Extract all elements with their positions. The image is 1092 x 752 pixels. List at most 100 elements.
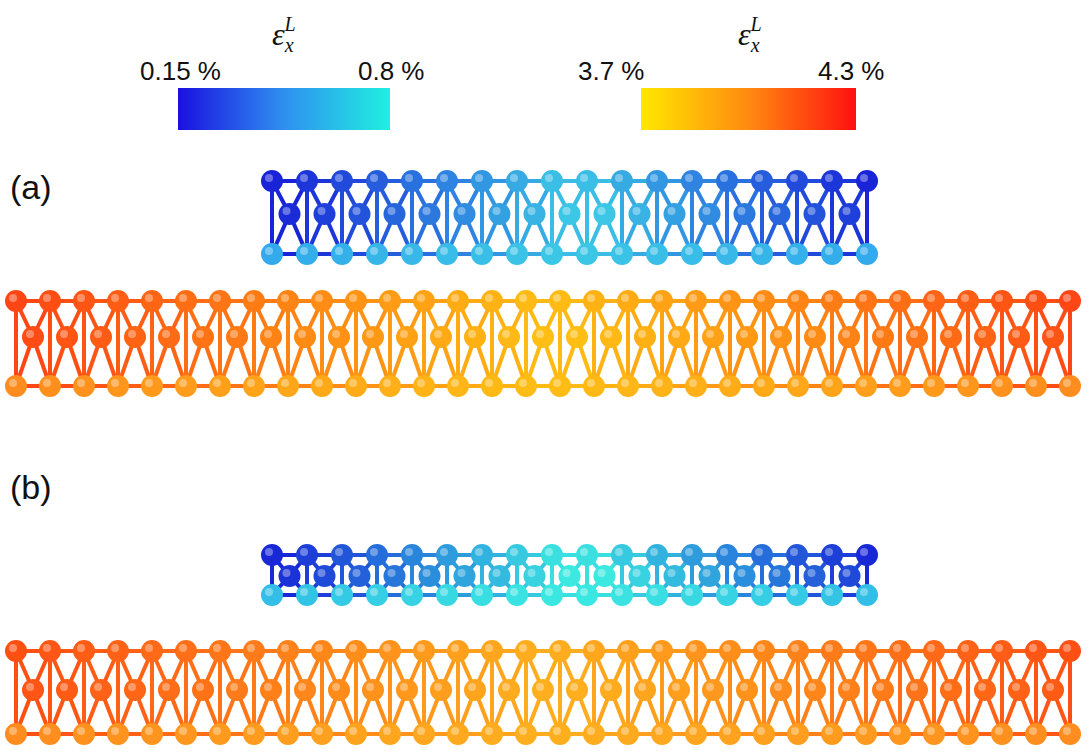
atom-highlight [587,644,595,652]
atom [889,375,911,397]
atom-highlight [723,727,731,735]
atom [311,290,333,312]
atom [611,243,633,265]
atom [5,723,27,745]
atom [436,544,458,566]
atom [506,544,528,566]
atom [430,326,452,348]
atom-highlight [265,174,273,182]
atom-highlight [825,379,833,387]
atom-highlight [757,644,765,652]
atom [328,679,350,701]
atom-highlight [353,569,361,577]
atom [413,290,435,312]
atom-highlight [475,588,483,596]
atom [379,375,401,397]
atom [576,584,598,606]
atom-highlight [738,569,746,577]
atom-highlight [587,294,595,302]
atom [681,243,703,265]
atom [751,544,773,566]
bond [218,301,222,386]
atom-highlight [685,548,693,556]
atom-highlight [264,330,272,338]
atom [957,640,979,662]
bond [592,651,596,734]
atom-highlight [400,683,408,691]
atom-highlight [366,683,374,691]
atom-highlight [349,644,357,652]
atom [576,544,598,566]
atom-highlight [405,548,413,556]
atom [1059,723,1081,745]
atom-highlight [655,294,663,302]
atom-highlight [553,294,561,302]
atom-highlight [650,548,658,556]
atom [549,290,571,312]
atom [957,375,979,397]
atom-highlight [604,683,612,691]
atom [419,565,441,587]
bond [150,301,154,386]
bond [320,651,324,734]
atom [753,723,775,745]
atom-highlight [440,588,448,596]
atom-highlight [621,294,629,302]
atom [260,679,282,701]
atom [226,326,248,348]
colorbar-red [641,88,856,130]
atom-highlight [300,548,308,556]
atom [664,203,686,225]
atom-highlight [893,379,901,387]
atom-highlight [668,569,676,577]
bond [660,651,664,734]
atom [379,723,401,745]
atom-highlight [9,727,17,735]
atom-highlight [910,683,918,691]
atom [447,290,469,312]
atom-highlight [995,644,1003,652]
bond [490,301,494,386]
atom [541,584,563,606]
atom-highlight [145,727,153,735]
bond [184,651,188,734]
atom [175,723,197,745]
atom [226,679,248,701]
atom-highlight [335,174,343,182]
atom [751,170,773,192]
atom [243,640,265,662]
atom-highlight [519,379,527,387]
bond [252,301,256,386]
atom [838,679,860,701]
atom-highlight [451,644,459,652]
atom [646,170,668,192]
atom [651,290,673,312]
atom [384,203,406,225]
atom-highlight [111,294,119,302]
atom [436,584,458,606]
atom-highlight [111,727,119,735]
atom [769,203,791,225]
atom-highlight [370,174,378,182]
atom [107,640,129,662]
atom [141,723,163,745]
atom-highlight [685,588,693,596]
atom [839,565,861,587]
atom [5,640,27,662]
atom-highlight [485,294,493,302]
atom [401,544,423,566]
atom-highlight [621,644,629,652]
atom [583,375,605,397]
atom [515,640,537,662]
atom [991,290,1013,312]
atom-highlight [1063,644,1071,652]
atom-highlight [9,379,17,387]
atom [541,544,563,566]
atom [804,565,826,587]
atom [481,375,503,397]
atom-highlight [791,379,799,387]
bond [1034,651,1038,734]
atom-highlight [773,569,781,577]
atom [646,584,668,606]
bond [320,301,324,386]
